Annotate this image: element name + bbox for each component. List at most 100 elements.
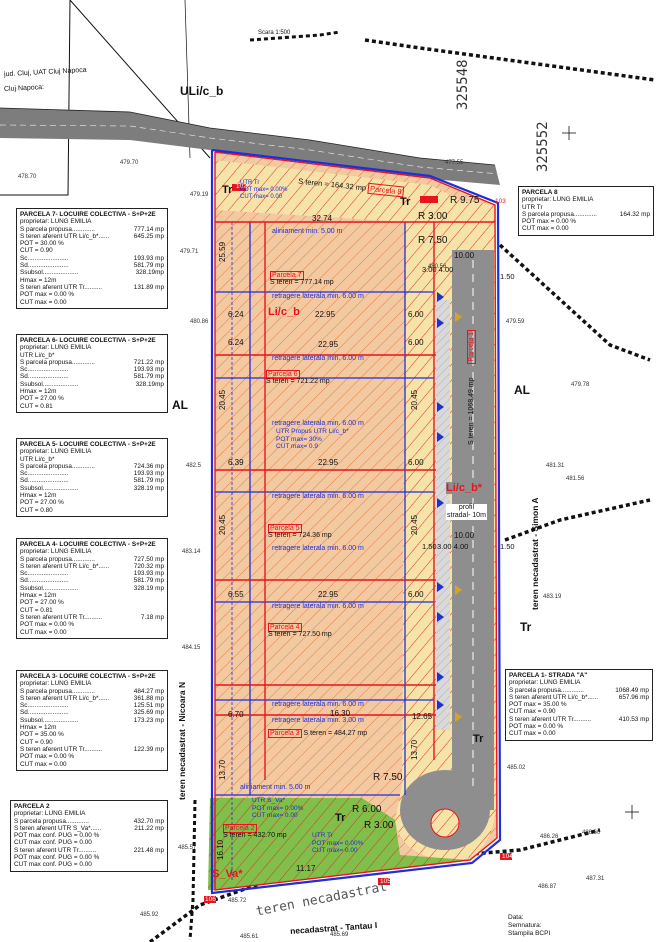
- red-boundaries: [214, 151, 498, 891]
- info-box-row: S parcela propusa.............721.22 mp: [20, 359, 164, 366]
- info-row-label: S teren aferent UTR Li/c_b*......: [20, 562, 110, 570]
- info-row-label: CUT max = 0.00: [522, 225, 569, 233]
- info-row-label: Sc.......................: [20, 702, 69, 710]
- info-row-label: S teren aferent UTR S_Va*......: [14, 824, 102, 832]
- boundary-right: [498, 243, 651, 362]
- info-box-row: proprietar: LUNG EMILIA: [20, 218, 164, 225]
- info-box-row: Hmax = 12m: [20, 277, 164, 284]
- info-box-row: S parcela propusa.............484.27 mp: [20, 688, 164, 695]
- parcela8-strip: [215, 160, 495, 222]
- info-box-row: Ssubsol....................173.23 mp: [20, 717, 164, 724]
- info-row-label: Sd.......................: [20, 262, 69, 270]
- info-row-value: 724.36 mp: [133, 462, 164, 470]
- info-box-row: CUT = 0.90: [20, 739, 164, 746]
- info-row-value: 173.23 mp: [133, 716, 164, 724]
- info-box-row: POT max conf. PUG = 0.00 %: [14, 832, 164, 839]
- info-row-label: Ssubsol....................: [20, 584, 79, 592]
- info-box-row: proprietar: LUNG EMILIA: [20, 344, 164, 351]
- info-box-row: proprietar: LUNG EMILIA: [20, 548, 164, 555]
- info-row-value: 125.51 mp: [133, 702, 164, 710]
- info-box-row: S teren aferent UTR Tr..........410.53 m…: [509, 716, 649, 723]
- info-row-value: 221.48 mp: [133, 846, 164, 854]
- info-row-value: 581.79 mp: [133, 577, 164, 585]
- info-row-value: 7.18 mp: [140, 613, 164, 621]
- info-box-title: PARCELA 5- LOCUIRE COLECTIVA - S+P+2E: [20, 441, 156, 448]
- info-row-label: S parcela propusa.............: [509, 686, 584, 694]
- boundary-top-mid: [249, 30, 341, 42]
- right-info-box: PARCELA 1- STRADA "A"proprietar: LUNG EM…: [505, 669, 653, 741]
- info-row-label: Sc.......................: [20, 366, 69, 374]
- info-box-title: PARCELA 6- LOCUIRE COLECTIVA - S+P+2E: [20, 337, 156, 344]
- info-row-label: S teren aferent UTR Li/c_b*......: [20, 232, 110, 240]
- info-row-value: 328.19mp: [135, 380, 164, 388]
- info-row-label: CUT = 0.80: [20, 506, 53, 514]
- info-box-row: S parcela propusa.............1068.49 mp: [509, 687, 649, 694]
- info-box-row: POT = 27.00 %: [20, 599, 164, 606]
- info-row-label: POT max = 0.00 %: [509, 723, 564, 731]
- info-box-row: Sd.......................581.79 mp: [20, 477, 164, 484]
- info-row-label: S teren aferent UTR Tr..........: [20, 613, 103, 621]
- survey-points: [204, 184, 512, 903]
- info-box-row: POT max = 0.00 %: [20, 621, 164, 628]
- info-box-row: CUT max conf. PUG = 0.00: [14, 839, 164, 846]
- info-box-row: CUT max conf. PUG = 0.00: [14, 861, 164, 868]
- boundary-right2: [504, 498, 651, 542]
- info-row-value: 484.27 mp: [133, 687, 164, 695]
- info-box-row: S teren aferent UTR Tr..........221.48 m…: [14, 847, 164, 854]
- info-row-label: POT = 27.00 %: [20, 599, 64, 607]
- info-box-row: POT max = 0.00 %: [522, 218, 650, 225]
- info-box-row: S teren aferent UTR Li/c_b*......657.96 …: [509, 694, 649, 701]
- lot-dividers: [215, 222, 434, 880]
- info-row-label: CUT = 0.81: [20, 402, 53, 410]
- info-row-label: Sc.......................: [20, 254, 69, 262]
- info-box-row: POT = 30.00 %: [20, 240, 164, 247]
- green-zone: [208, 798, 470, 890]
- info-row-label: proprietar: LUNG EMILIA: [20, 548, 92, 556]
- info-box-row: S parcela propusa............. 432.70 mp: [14, 818, 164, 825]
- info-box-row: Ssubsol.................... 328.19mp: [20, 381, 164, 388]
- info-row-value: 328.19mp: [135, 269, 164, 277]
- info-row-label: POT = 27.00 %: [20, 499, 64, 507]
- info-row-label: Sc.......................: [20, 570, 69, 578]
- info-row-label: S parcela propusa.............: [14, 817, 89, 825]
- existing-street: [0, 108, 500, 185]
- info-row-value: 721.22 mp: [133, 358, 164, 366]
- info-row-label: S parcela propusa.............: [20, 555, 95, 563]
- info-box-row: S teren aferent UTR S_Va*......211.22 mp: [14, 825, 164, 832]
- info-box-row: Sc....................... 125.51 mp: [20, 702, 164, 709]
- info-row-label: CUT = 0.90: [20, 247, 53, 255]
- info-box-row: Ssubsol.................... 328.19mp: [20, 269, 164, 276]
- boundary-left: [188, 799, 197, 941]
- info-row-label: POT max conf. PUG = 0.00 %: [14, 832, 100, 840]
- info-row-value: 720.32 mp: [133, 562, 164, 570]
- info-row-label: proprietar: LUNG EMILIA: [509, 679, 581, 687]
- info-row-value: 645.25 mp: [133, 232, 164, 240]
- info-box-row: POT = 27.00 %: [20, 499, 164, 506]
- info-box-row: CUT = 0.90: [20, 247, 164, 254]
- info-box-title: PARCELA 1- STRADA "A": [509, 672, 588, 679]
- info-row-label: proprietar: LUNG EMILIA: [20, 344, 92, 352]
- info-row-label: POT max = 0.00 %: [20, 753, 75, 761]
- info-row-value: 328.19 mp: [133, 484, 164, 492]
- info-row-label: CUT = 0.81: [20, 606, 53, 614]
- info-box-row: proprietar: LUNG EMILIA: [20, 448, 164, 455]
- info-row-value: 328.19 mp: [133, 584, 164, 592]
- info-box-title: PARCELA 7- LOCUIRE COLECTIVA - S+P+2E: [20, 211, 156, 218]
- info-row-value: 325.69 mp: [133, 709, 164, 717]
- info-box-row: POT max = 0.00 %: [20, 291, 164, 298]
- info-row-label: Ssubsol....................: [20, 380, 79, 388]
- info-row-value: 432.70 mp: [133, 817, 164, 825]
- info-box-row: S teren aferent UTR Tr..........131.89 m…: [20, 284, 164, 291]
- info-row-value: 777.14 mp: [133, 225, 164, 233]
- info-row-value: 122.39 mp: [133, 745, 164, 753]
- info-box-row: proprietar: LUNG EMILIA: [14, 810, 164, 817]
- sidewalk-left: [436, 300, 450, 730]
- info-row-label: CUT max = 0.00: [509, 730, 556, 738]
- road-parking-markers: [455, 312, 462, 722]
- info-row-label: POT max = 0.00 %: [20, 291, 75, 299]
- info-row-label: Ssubsol....................: [20, 269, 79, 277]
- info-row-value: 131.89 mp: [133, 283, 164, 291]
